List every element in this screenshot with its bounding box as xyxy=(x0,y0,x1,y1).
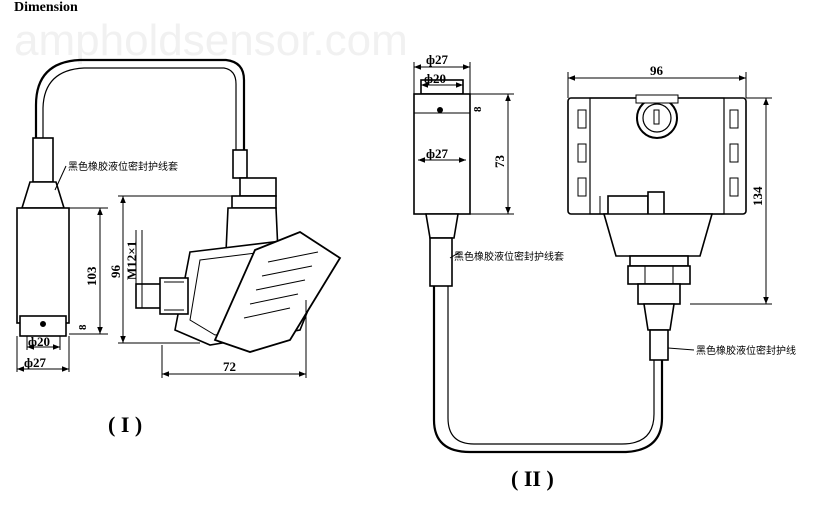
fig1-cable-loop xyxy=(34,58,246,150)
fig2-dim-d27-top: ф27 xyxy=(426,52,448,67)
fig1-sheath xyxy=(32,137,54,183)
fig2-cable-loop xyxy=(432,286,664,454)
fig1-sheath-note: 黑色橡胶液位密封护线套 xyxy=(68,160,178,173)
fig1-dim-72: 72 xyxy=(223,359,236,374)
figure-2 xyxy=(413,62,772,454)
fig2-dim-8b: 8 xyxy=(77,324,89,330)
fig2-sheath-note-top: 黑色橡胶液位密封护线套 xyxy=(454,250,564,263)
fig2-dim-d20-top: ф20 xyxy=(424,71,446,86)
fig1-label: ( I ) xyxy=(108,412,142,437)
fig2-hex-nut xyxy=(627,265,691,285)
fig2-label: ( II ) xyxy=(511,466,554,491)
fig1-thread-fitting xyxy=(135,283,163,309)
fig1-probe-body xyxy=(16,207,70,324)
fig1-dim-103: 103 xyxy=(84,266,99,286)
fig2-dim-d27-mid: ф27 xyxy=(426,146,448,161)
fig2-sheath xyxy=(429,237,453,287)
watermark-text: ampholdsensor.com xyxy=(14,16,408,65)
fig2-sheath-note-bottom: 黑色橡胶液位密封护线 xyxy=(696,344,796,357)
fig2-dim-134: 134 xyxy=(750,186,765,206)
fig1-dim-thread: M12×1 xyxy=(124,241,139,280)
fig1-finned-cover xyxy=(213,230,342,353)
fig1-dim-d20: ф20 xyxy=(28,334,50,349)
figure-1 xyxy=(16,58,342,378)
fig1-dim-d27: ф27 xyxy=(24,355,46,370)
page-title: Dimension xyxy=(14,0,78,15)
fig1-dim-96: 96 xyxy=(108,265,123,279)
fig2-dim-8a: 8 xyxy=(472,106,484,112)
fig2-dim-73: 73 xyxy=(492,155,507,169)
fig2-probe-body xyxy=(413,93,471,215)
fig2-dim-96: 96 xyxy=(650,63,664,78)
